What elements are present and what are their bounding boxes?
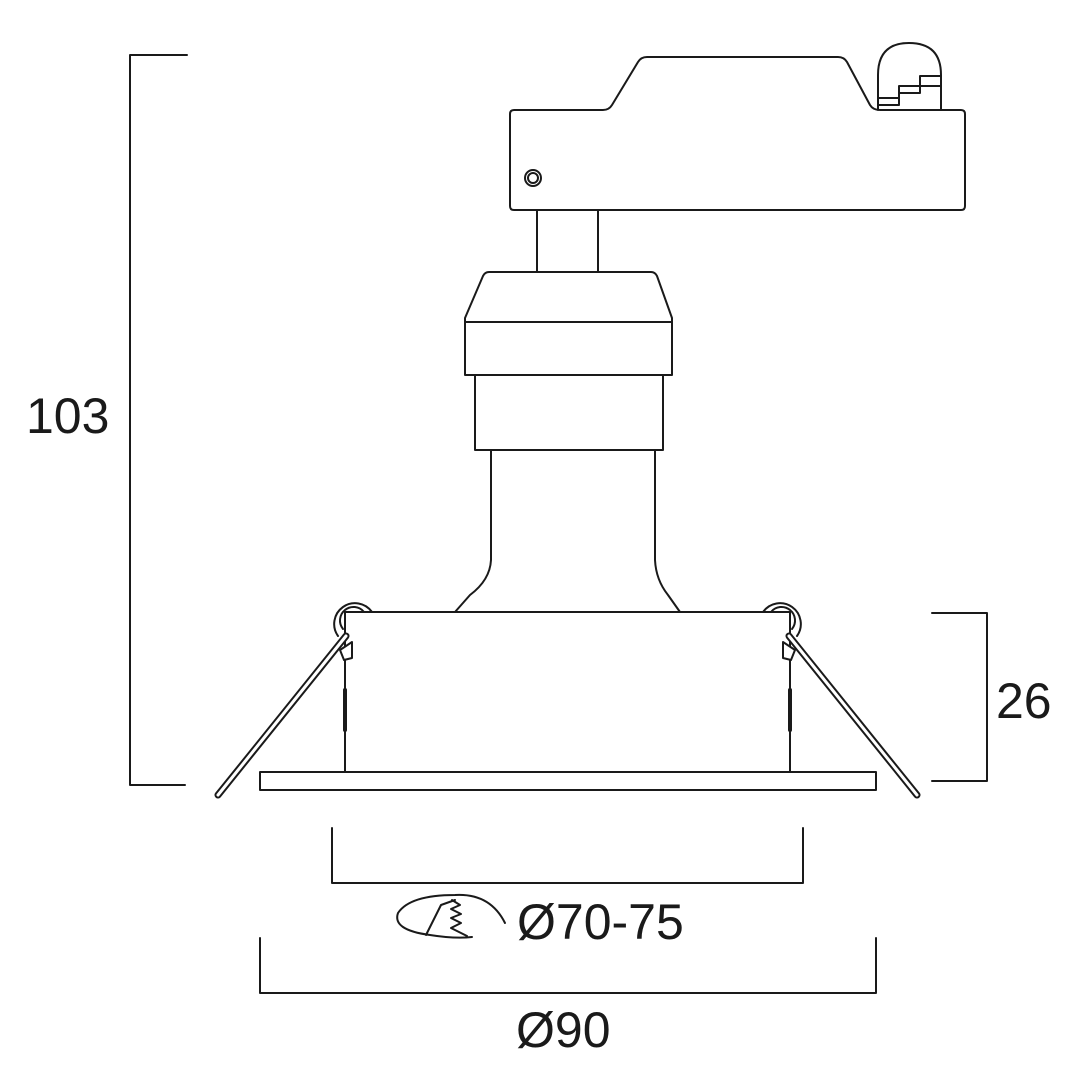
dimension-line-height-visible [931, 612, 988, 782]
trim-flange [259, 771, 877, 791]
cable-stem [536, 209, 599, 273]
ceiling-cutout-icon [396, 893, 506, 939]
dimension-label-height-total: 103 [26, 388, 110, 444]
terminal-cap [877, 42, 942, 111]
downlight-body [343, 611, 792, 773]
dimension-label-cutout: Ø70-75 [517, 894, 684, 950]
screw-hole-icon [524, 169, 542, 187]
connector-box [509, 56, 966, 211]
dimension-label-height-visible: 26 [996, 673, 1052, 729]
dimension-line-outer-diameter [259, 937, 877, 994]
lamp-bulb [454, 449, 681, 613]
spring-clip-right [762, 602, 921, 799]
spring-clip-left [214, 602, 373, 799]
dimension-line-height-total [129, 54, 188, 786]
dimension-label-outer-diameter: Ø90 [516, 1002, 611, 1058]
dimension-line-cutout [331, 827, 804, 884]
lamp-socket [464, 271, 673, 451]
